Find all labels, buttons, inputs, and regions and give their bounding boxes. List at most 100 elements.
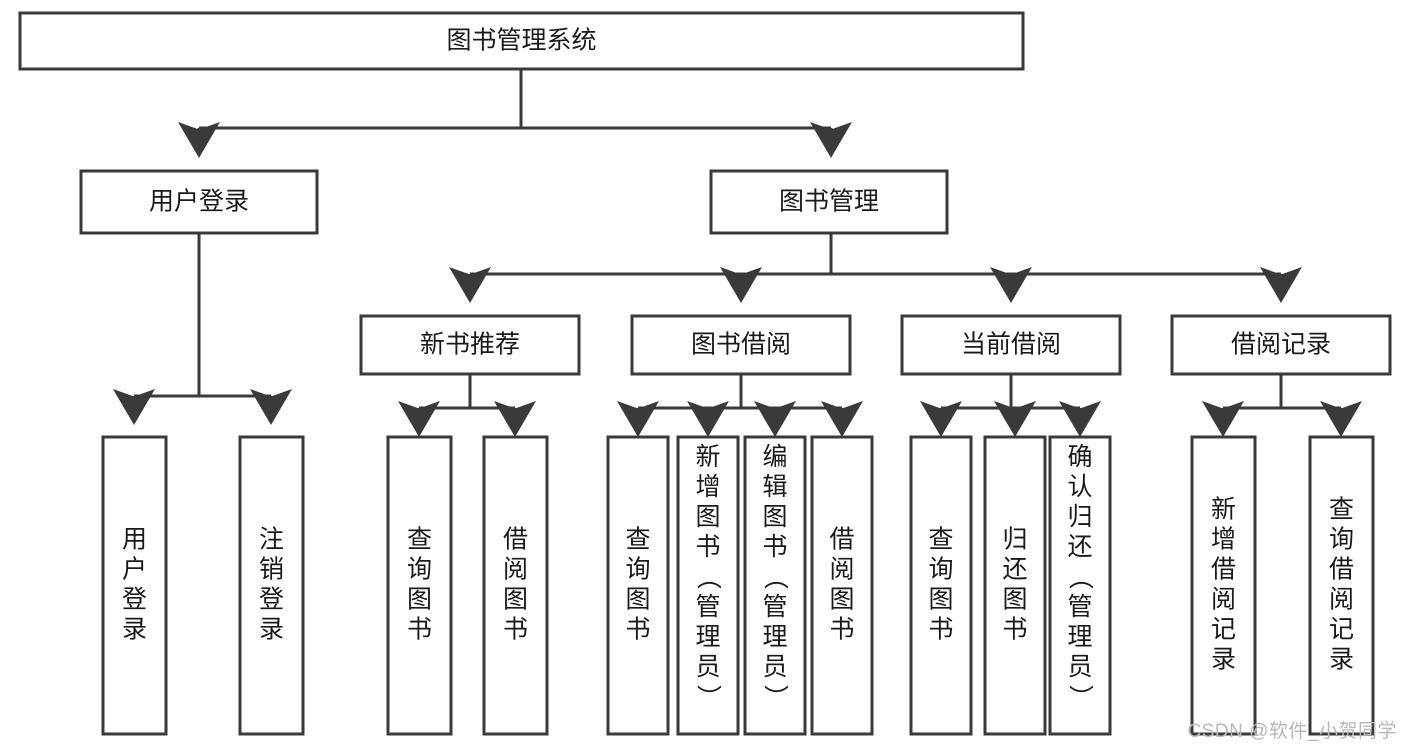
node-label-char-leaf-borrow-book-recommend-3: 书 bbox=[503, 616, 528, 644]
node-label-char-leaf-query-book-current-2: 图 bbox=[928, 586, 953, 614]
node-label-char-leaf-borrow-book-3: 书 bbox=[829, 616, 854, 644]
node-box-current-borrow bbox=[900, 314, 1122, 376]
node-label-char-leaf-edit-book-4: （ bbox=[761, 564, 789, 589]
node-label-char-leaf-query-book-borrow-0: 查 bbox=[625, 526, 650, 554]
edge-book-manage-trunk bbox=[470, 233, 1281, 276]
node-current-borrow[interactable]: 当前借阅 bbox=[900, 314, 1122, 376]
node-book-manage[interactable]: 图书管理 bbox=[709, 169, 949, 235]
node-label-char-leaf-return-book-0: 归 bbox=[1002, 526, 1027, 554]
node-label-char-leaf-query-borrow-record-1: 询 bbox=[1329, 526, 1354, 554]
node-box-root bbox=[18, 11, 1025, 71]
node-label-char-leaf-add-borrow-record-2: 借 bbox=[1211, 556, 1236, 584]
node-box-leaf-user-login bbox=[101, 435, 168, 736]
edge-current-borrow-trunk bbox=[941, 374, 1080, 410]
node-label-char-leaf-return-book-1: 还 bbox=[1002, 556, 1027, 584]
node-label-char-leaf-query-book-current-3: 书 bbox=[928, 616, 953, 644]
node-label-user-login: 用户登录 bbox=[149, 188, 249, 216]
node-label-char-leaf-edit-book-5: 管 bbox=[762, 593, 787, 621]
node-label-char-leaf-borrow-book-1: 阅 bbox=[829, 556, 854, 584]
node-leaf-user-login[interactable]: 用户登录 bbox=[101, 435, 168, 736]
node-label-char-leaf-query-book-recommend-1: 询 bbox=[407, 556, 432, 584]
node-label-char-leaf-logout-3: 录 bbox=[259, 616, 284, 644]
node-user-login[interactable]: 用户登录 bbox=[79, 169, 319, 235]
edge-new-book-trunk bbox=[419, 374, 515, 410]
node-label-char-leaf-user-login-3: 录 bbox=[122, 616, 147, 644]
node-box-leaf-borrow-book bbox=[810, 435, 874, 736]
node-label-char-leaf-logout-1: 销 bbox=[259, 556, 284, 584]
node-label-char-leaf-return-book-3: 书 bbox=[1002, 616, 1027, 644]
node-label-char-leaf-edit-book-7: 员 bbox=[762, 653, 787, 681]
node-label-char-leaf-borrow-book-0: 借 bbox=[829, 526, 854, 554]
edge-root-trunk bbox=[197, 69, 831, 150]
node-label-char-leaf-add-borrow-record-3: 阅 bbox=[1211, 586, 1236, 614]
node-label-char-leaf-confirm-return-5: 管 bbox=[1067, 593, 1092, 621]
node-box-leaf-add-book bbox=[676, 435, 740, 736]
node-label-char-leaf-return-book-2: 图 bbox=[1002, 586, 1027, 614]
node-label-char-leaf-confirm-return-6: 理 bbox=[1067, 623, 1092, 651]
node-box-leaf-add-borrow-record bbox=[1190, 435, 1257, 736]
node-label-char-leaf-borrow-book-recommend-0: 借 bbox=[503, 526, 528, 554]
node-label-char-leaf-user-login-1: 户 bbox=[122, 556, 147, 584]
node-label-char-leaf-user-login-0: 用 bbox=[122, 526, 147, 554]
node-label-char-leaf-user-login-2: 登 bbox=[122, 586, 147, 614]
node-label-char-leaf-add-book-4: （ bbox=[694, 564, 722, 589]
edges-group bbox=[113, 69, 1362, 437]
node-label-char-leaf-logout-2: 登 bbox=[259, 586, 284, 614]
node-box-leaf-edit-book bbox=[743, 435, 807, 736]
node-label-char-leaf-edit-book-2: 图 bbox=[762, 503, 787, 531]
node-label-char-leaf-confirm-return-3: 还 bbox=[1067, 533, 1092, 561]
node-label-char-leaf-edit-book-0: 编 bbox=[762, 443, 787, 471]
node-box-leaf-query-book-borrow bbox=[606, 435, 670, 736]
nodes-group: 图书管理系统用户登录图书管理新书推荐图书借阅当前借阅借阅记录用户登录注销登录查询… bbox=[18, 11, 1392, 736]
node-label-char-leaf-query-book-recommend-0: 查 bbox=[407, 526, 432, 554]
node-label-char-leaf-query-borrow-record-5: 录 bbox=[1329, 646, 1354, 674]
node-label-char-leaf-edit-book-1: 辑 bbox=[762, 473, 787, 501]
node-box-leaf-query-borrow-record bbox=[1308, 435, 1375, 736]
node-new-book-recommend[interactable]: 新书推荐 bbox=[359, 314, 581, 376]
node-label-char-leaf-borrow-book-2: 图 bbox=[829, 586, 854, 614]
edge-book-borrow-trunk bbox=[638, 374, 842, 410]
node-label-char-leaf-confirm-return-0: 确 bbox=[1067, 443, 1092, 471]
node-label-char-leaf-add-book-0: 新 bbox=[695, 443, 720, 471]
node-label-char-leaf-query-borrow-record-4: 记 bbox=[1329, 616, 1354, 644]
node-label-char-leaf-query-book-borrow-1: 询 bbox=[625, 556, 650, 584]
node-label-char-leaf-query-book-current-1: 询 bbox=[928, 556, 953, 584]
node-label-char-leaf-confirm-return-7: 员 bbox=[1067, 653, 1092, 681]
node-box-leaf-confirm-return bbox=[1048, 435, 1112, 736]
csdn-watermark: CSDN @软件_小贺同学 bbox=[1187, 721, 1397, 742]
edge-user-login-trunk bbox=[134, 233, 271, 398]
node-box-borrow-record bbox=[1170, 314, 1392, 376]
node-book-borrow[interactable]: 图书借阅 bbox=[630, 314, 852, 376]
node-label-char-leaf-edit-book-6: 理 bbox=[762, 623, 787, 651]
node-borrow-record[interactable]: 借阅记录 bbox=[1170, 314, 1392, 376]
node-label-char-leaf-add-borrow-record-1: 增 bbox=[1211, 526, 1236, 554]
node-label-char-leaf-confirm-return-4: （ bbox=[1066, 564, 1094, 589]
node-label-char-leaf-logout-0: 注 bbox=[259, 526, 284, 554]
node-root[interactable]: 图书管理系统 bbox=[18, 11, 1025, 71]
node-label-new-book-recommend: 新书推荐 bbox=[420, 331, 520, 359]
node-label-char-leaf-add-borrow-record-5: 录 bbox=[1211, 646, 1236, 674]
node-label-char-leaf-query-book-borrow-3: 书 bbox=[625, 616, 650, 644]
node-label-char-leaf-query-borrow-record-2: 借 bbox=[1329, 556, 1354, 584]
node-box-leaf-query-book-current bbox=[909, 435, 973, 736]
node-box-user-login bbox=[79, 169, 319, 235]
node-label-char-leaf-confirm-return-2: 归 bbox=[1067, 503, 1092, 531]
node-label-char-leaf-add-book-7: 员 bbox=[695, 653, 720, 681]
edge-borrow-record-trunk bbox=[1223, 374, 1341, 410]
node-label-char-leaf-query-borrow-record-3: 阅 bbox=[1329, 586, 1354, 614]
node-label-char-leaf-add-book-8: ） bbox=[694, 684, 722, 709]
